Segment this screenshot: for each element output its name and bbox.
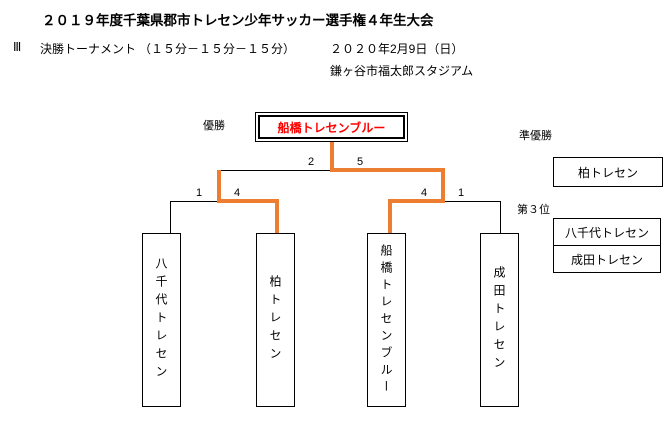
match-format: （１５分－１５分－１５分） bbox=[139, 42, 296, 56]
champion-box: 船橋トレセンブルー bbox=[255, 112, 408, 142]
event-date: ２０２０年2月9日（日） bbox=[330, 42, 464, 56]
team-name: 船橋トレセンブルー bbox=[379, 243, 393, 397]
semifinal-left-score-left: 1 bbox=[195, 187, 203, 199]
runner-up-box: 柏トレセン bbox=[553, 157, 663, 187]
team-name: 柏トレセン bbox=[268, 275, 282, 365]
bracket-riser-yachiyo bbox=[170, 201, 171, 233]
final-score-right: 5 bbox=[356, 156, 364, 168]
round-label: 決勝トーナメント bbox=[40, 42, 137, 56]
team-box-narita: 成田トレセン bbox=[480, 233, 519, 407]
team-name: 八千代トレセン bbox=[154, 257, 168, 383]
team-box-kashiwa: 柏トレセン bbox=[256, 233, 295, 407]
final-score-left: 2 bbox=[307, 156, 315, 168]
winner-path-riser-funabashi bbox=[388, 199, 392, 233]
event-venue: 鎌ヶ谷市福太郎スタジアム bbox=[330, 64, 474, 78]
team-name: 成田トレセン bbox=[492, 266, 506, 374]
third-place-box: 八千代トレセン bbox=[553, 218, 661, 246]
winner-path-left-drop bbox=[217, 170, 221, 203]
third-place-label: 第３位 bbox=[517, 204, 550, 216]
team-box-funabashi-blue: 船橋トレセンブルー bbox=[367, 233, 406, 407]
winner-path-semifinal-right bbox=[388, 199, 445, 203]
winner-path-final-right bbox=[330, 168, 445, 172]
semifinal-right-score-left: 4 bbox=[420, 187, 428, 199]
third-place-panel: 八千代トレセン 成田トレセン bbox=[553, 218, 661, 273]
bracket-line-final-left bbox=[217, 170, 331, 171]
champion-label: 優勝 bbox=[203, 120, 225, 132]
bracket-line-semifinal-left bbox=[170, 201, 218, 202]
runner-up-label: 準優勝 bbox=[519, 130, 552, 142]
bracket-riser-narita bbox=[500, 201, 501, 233]
winner-path-riser-kashiwa bbox=[275, 199, 279, 233]
winner-path-center-riser bbox=[330, 142, 334, 171]
winner-path-right-drop bbox=[441, 168, 445, 203]
third-place-box: 成田トレセン bbox=[553, 245, 661, 273]
semifinal-left-score-right: 4 bbox=[233, 187, 241, 199]
winner-path-semifinal-left bbox=[217, 199, 279, 203]
semifinal-right-score-right: 1 bbox=[457, 187, 465, 199]
bracket-line-semifinal-right bbox=[444, 201, 500, 202]
round-numeral: Ⅲ bbox=[13, 40, 22, 54]
page-title: ２０１９年度千葉県郡市トレセン少年サッカー選手権４年生大会 bbox=[42, 13, 434, 28]
champion-name: 船橋トレセンブルー bbox=[258, 115, 405, 139]
team-box-yachiyo: 八千代トレセン bbox=[142, 233, 181, 407]
